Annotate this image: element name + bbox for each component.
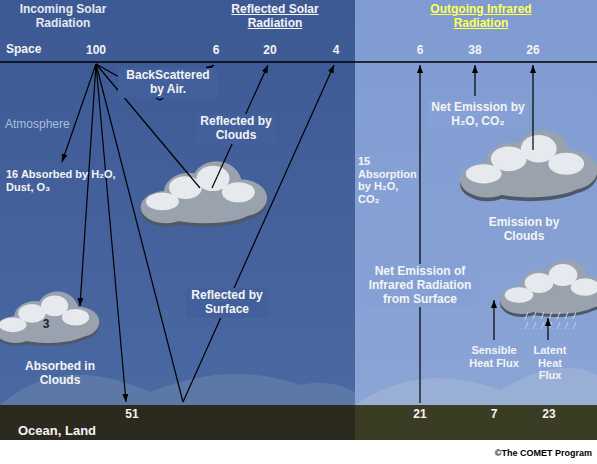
diagram-label: Latent Heat Flux xyxy=(526,344,574,382)
flux-value: 51 xyxy=(116,408,148,422)
diagram-label: Sensible Heat Flux xyxy=(464,344,524,369)
rain xyxy=(525,312,576,329)
energy-flow-arrows xyxy=(62,64,548,403)
diagram-label: Reflected by Surface xyxy=(186,288,268,318)
illustration-part xyxy=(533,322,536,329)
gas-emission-arrow xyxy=(474,65,475,96)
ground-left xyxy=(0,405,355,440)
cloud-shape xyxy=(141,161,268,227)
cloud-shape xyxy=(460,130,597,201)
diagram-label: Outgoing Infrared Radiation xyxy=(406,3,556,31)
diagram-label: Reflected Solar Radiation xyxy=(205,3,345,31)
diagram-label: Ocean, Land xyxy=(18,424,128,439)
flux-value: 38 xyxy=(462,44,488,58)
illustration-part xyxy=(557,312,560,319)
illustration-part xyxy=(525,322,528,329)
illustration-part xyxy=(549,312,552,319)
illustration-part xyxy=(571,278,597,296)
diagram-label: BackScattered by Air. xyxy=(118,68,218,98)
flux-value: 7 xyxy=(484,408,504,422)
illustration-part xyxy=(573,312,576,319)
copyright-note: ©The COMET Program xyxy=(430,448,592,458)
flux-value: 6 xyxy=(206,44,226,58)
diagram-label: Absorbed in Clouds xyxy=(18,360,102,388)
surface-window-arrow xyxy=(419,65,420,403)
flux-value: 20 xyxy=(258,44,282,58)
illustration-part xyxy=(533,312,536,319)
to-surface-line xyxy=(96,64,183,402)
flux-value: 3 xyxy=(36,318,56,332)
latent-heat-arrow xyxy=(547,318,548,340)
sensible-heat-arrow xyxy=(493,300,494,340)
surface-reflect-arrow xyxy=(183,65,334,402)
cloud-shape xyxy=(0,292,99,346)
flux-value: 26 xyxy=(520,44,546,58)
flux-value: 100 xyxy=(78,44,114,58)
illustration-part xyxy=(573,322,576,329)
illustration-part xyxy=(548,153,584,175)
illustration-part xyxy=(565,322,568,329)
flux-value: 21 xyxy=(406,408,434,422)
illustration-part xyxy=(557,322,560,329)
diagram-label: Net Emission by H₂O, CO₂ xyxy=(427,100,529,130)
cloud-absorbed-arrow xyxy=(80,64,96,306)
illustration-part xyxy=(549,322,552,329)
top-of-atmosphere-line xyxy=(0,61,597,63)
flux-value: 6 xyxy=(410,44,430,58)
flux-value: 4 xyxy=(326,44,346,58)
shortwave-panel xyxy=(0,0,355,405)
diagram-label: Incoming Solar Radiation xyxy=(8,3,118,31)
diagram-label: 16 Absorbed by H₂O, Dust, O₃ xyxy=(6,168,118,193)
cloud-emission-arrow xyxy=(532,65,533,150)
illustration-part xyxy=(541,312,544,319)
diagram-label: Reflected by Clouds xyxy=(196,114,276,144)
ground-right xyxy=(355,405,597,440)
cloud-shape xyxy=(500,260,597,317)
diagram-label: Space xyxy=(6,43,56,57)
longwave-panel xyxy=(355,0,597,405)
diagram-label: Atmosphere xyxy=(5,118,85,132)
surface-absorbed-arrow xyxy=(96,64,126,402)
illustration-part xyxy=(525,312,528,319)
diagram-label: Emission by Clouds xyxy=(472,216,576,244)
illustration-part xyxy=(62,309,89,326)
diagram-label: 15 Absorption by H₂O, CO₂ xyxy=(356,154,418,207)
diagram-label: Net Emission of Infrared Radiation from … xyxy=(362,264,478,307)
illustration-part xyxy=(541,322,544,329)
illustration-part xyxy=(565,312,568,319)
illustration-part xyxy=(222,182,255,202)
flux-value: 23 xyxy=(536,408,562,422)
